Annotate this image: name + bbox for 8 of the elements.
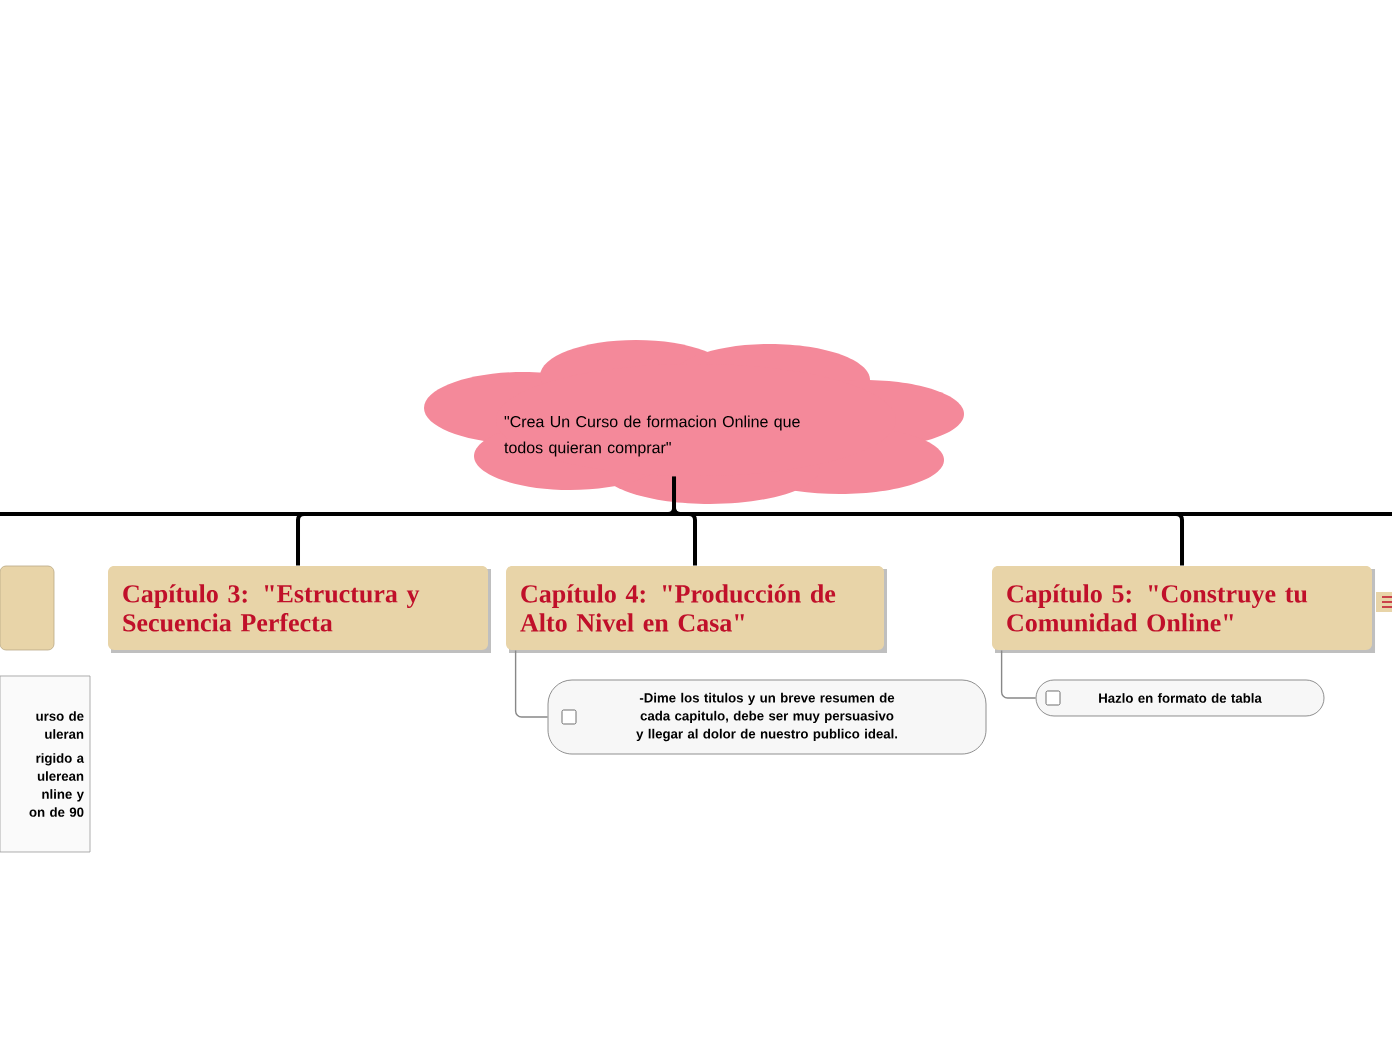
cloud-topic: "Crea Un Curso de formacion Online que todos quieran comprar" xyxy=(424,340,964,504)
chapter-box: Capítulo 5: "Construye tu Comunidad Online" xyxy=(992,566,1375,653)
connector-line xyxy=(514,649,549,718)
connector-line xyxy=(672,476,1184,566)
chapter-box: Capítulo 4: "Producción de Alto Nivel en Casa" xyxy=(506,566,887,653)
connector-line xyxy=(1000,649,1037,699)
chapter-box xyxy=(0,565,55,651)
chapter-box: Capítulo 3: "Estructura y Secuencia Perfecta xyxy=(108,566,491,653)
